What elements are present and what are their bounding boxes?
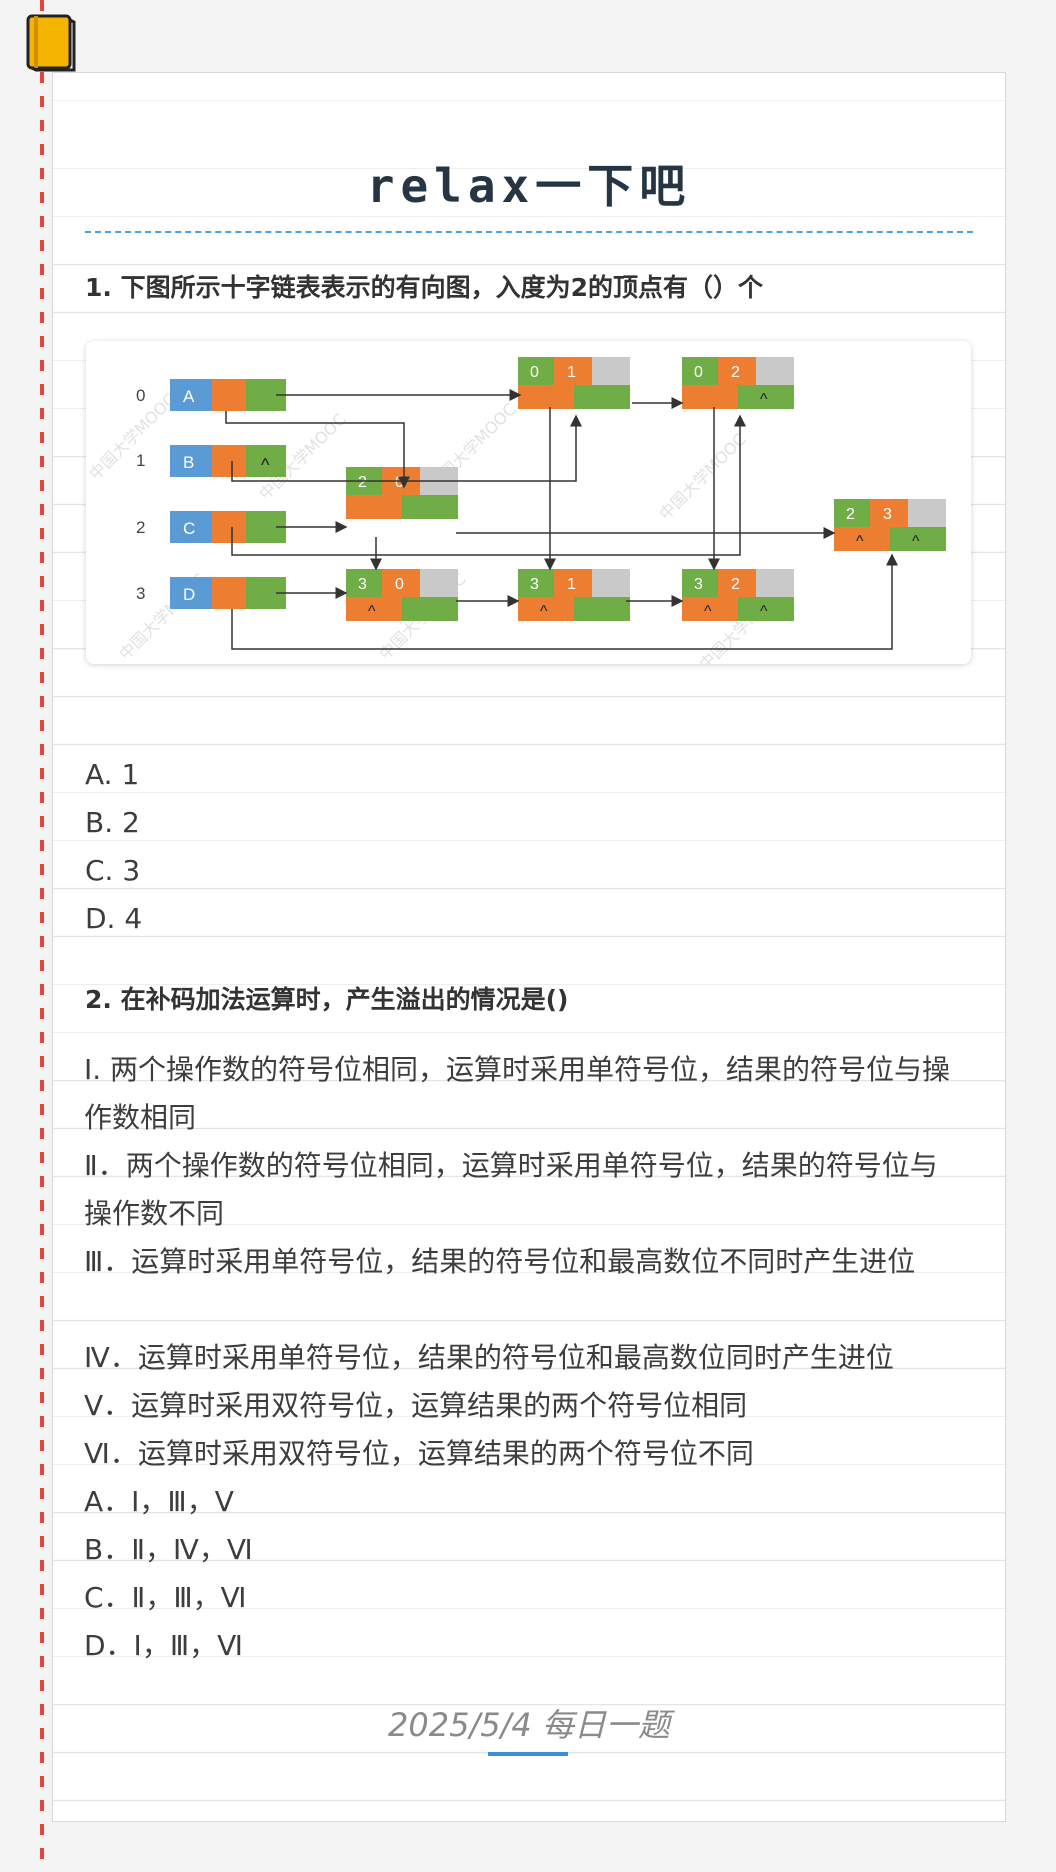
arc-head-label: 2 xyxy=(731,364,740,381)
q1-option-d: D. 4 xyxy=(85,902,143,935)
title-divider xyxy=(85,231,973,233)
null-mark: ^ xyxy=(912,533,920,550)
null-mark: ^ xyxy=(760,391,768,408)
page-title: relax一下吧 xyxy=(366,159,692,213)
arc-node-3-1: 3 1 ^ xyxy=(518,569,630,621)
q2-option-d: D．Ⅰ，Ⅲ，Ⅵ xyxy=(84,1629,243,1662)
q2-statement-5: Ⅴ．运算时采用双符号位，运算结果的两个符号位相同 xyxy=(84,1389,748,1422)
arc-tail-label: 0 xyxy=(530,364,539,381)
q2-statement-3: Ⅲ．运算时采用单符号位，结果的符号位和最高数位不同时产生进位 xyxy=(84,1245,916,1278)
footer-date: 2025/5/4 每日一题 xyxy=(388,1706,670,1744)
q2-statement-1: I. 两个操作数的符号位相同，运算时采用单符号位，结果的符号位与操作数相同 xyxy=(84,1053,951,1134)
watermark-text-4: 中国大学MOOC xyxy=(655,430,749,524)
notebook-icon xyxy=(26,14,76,72)
arc-tail-label: 2 xyxy=(846,506,855,523)
null-mark: ^ xyxy=(760,603,768,620)
arc-head-label: 1 xyxy=(567,576,576,593)
arc-head-label: 0 xyxy=(395,474,404,491)
arc-head-label: 2 xyxy=(731,576,740,593)
null-mark: ^ xyxy=(540,603,548,620)
vertex-label-d: D xyxy=(183,585,195,604)
row-label-0: 0 xyxy=(136,386,145,405)
q2-statement-6: Ⅵ．运算时采用双符号位，运算结果的两个符号位不同 xyxy=(84,1437,754,1470)
arc-head-label: 3 xyxy=(883,506,892,523)
null-mark: ^ xyxy=(368,603,376,620)
row-label-2: 2 xyxy=(136,518,145,537)
q1-option-b: B. 2 xyxy=(85,806,140,839)
vertex-node-3: D xyxy=(170,577,286,609)
vertex-label-b: B xyxy=(183,453,194,472)
arc-node-3-2: 3 2 ^ ^ xyxy=(682,569,794,621)
q1-option-c: C. 3 xyxy=(85,854,141,887)
q1-option-a: A. 1 xyxy=(85,758,140,791)
arc-tail-label: 3 xyxy=(530,576,539,593)
row-label-1: 1 xyxy=(136,451,145,470)
null-mark: ^ xyxy=(856,533,864,550)
arc-tail-label: 0 xyxy=(694,364,703,381)
arc-tail-label: 3 xyxy=(694,576,703,593)
null-mark: ^ xyxy=(261,455,270,475)
vertex-label-a: A xyxy=(183,387,195,406)
arc-head-label: 1 xyxy=(567,364,576,381)
arc-node-2-3: 2 3 ^ ^ xyxy=(834,499,946,551)
row-label-3: 3 xyxy=(136,584,145,603)
arc-head-label: 0 xyxy=(395,576,404,593)
arc-node-0-2: 0 2 ^ xyxy=(682,357,794,409)
null-mark: ^ xyxy=(704,603,712,620)
q2-option-a: A．Ⅰ，Ⅲ，Ⅴ xyxy=(84,1485,234,1518)
vertex-node-1: B ^ xyxy=(170,445,286,477)
orthogonal-list-figure: 中国大学MOOC 中国大学MOOC 中国大学MOOC 中国大学MOOC 中国大学… xyxy=(86,341,971,664)
arc-node-3-0: 3 0 ^ xyxy=(346,569,458,621)
q2-statement-4: Ⅳ．运算时采用单符号位，结果的符号位和最高数位同时产生进位 xyxy=(84,1341,894,1374)
orthogonal-list-diagram: 中国大学MOOC 中国大学MOOC 中国大学MOOC 中国大学MOOC 中国大学… xyxy=(86,357,946,664)
watermark-text-1: 中国大学MOOC xyxy=(86,390,180,484)
vertex-node-0: A xyxy=(170,379,286,411)
vertex-label-c: C xyxy=(183,519,195,538)
question-2-title: 2. 在补码加法运算时，产生溢出的情况是() xyxy=(85,985,569,1014)
q2-option-b: B．Ⅱ，Ⅳ，Ⅵ xyxy=(84,1533,253,1566)
arc-tail-label: 3 xyxy=(358,576,367,593)
q2-option-c: C．Ⅱ，Ⅲ，Ⅵ xyxy=(84,1581,247,1614)
q2-statement-2: Ⅱ．两个操作数的符号位相同，运算时采用单符号位，结果的符号位与操作数不同 xyxy=(84,1149,938,1230)
vertex-node-2: C xyxy=(170,511,286,543)
notebook-margin-line xyxy=(40,0,44,1872)
footer-accent-bar xyxy=(488,1752,568,1756)
question-1-title: 1. 下图所示十字链表表示的有向图，入度为2的顶点有（）个 xyxy=(85,273,763,302)
arc-tail-label: 2 xyxy=(358,474,367,491)
